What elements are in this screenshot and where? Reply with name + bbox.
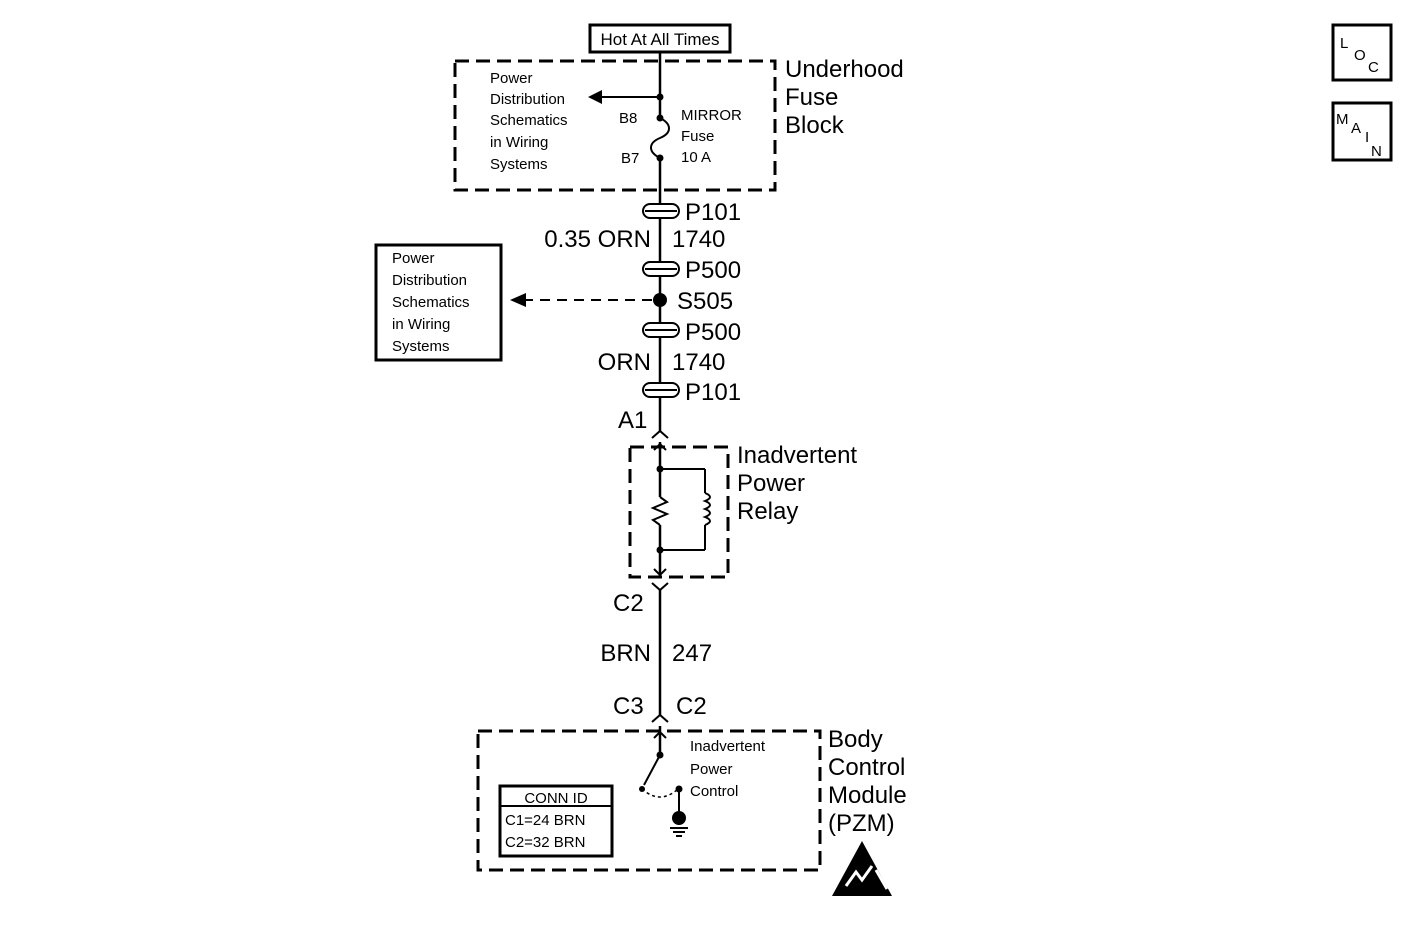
loc-letter-c: C	[1368, 59, 1379, 76]
main-letter-a: A	[1351, 120, 1361, 137]
bcm-connector-c3: C3	[613, 693, 644, 720]
mirror-fuse-label: MIRROR Fuse 10 A	[681, 107, 746, 166]
connector-p500-top: P500	[642, 257, 741, 284]
conn-id-row: C2=32 BRN	[505, 834, 585, 851]
bcm-outline	[476, 729, 822, 872]
esd-warning-icon	[832, 841, 892, 896]
conn-id-title: CONN ID	[524, 790, 588, 807]
conn-id-row: C1=24 BRN	[505, 812, 585, 829]
resistor-icon	[650, 496, 670, 526]
relay-name: Inadvertent Power Relay	[737, 442, 864, 525]
wire-upper-circuit: 1740	[672, 226, 725, 253]
arrow-left-dashed-icon	[510, 293, 526, 307]
loc-button[interactable]: L O C	[1331, 23, 1393, 82]
connector-p500-bottom: P500	[642, 319, 741, 346]
wire-upper-color: 0.35 ORN	[544, 226, 651, 253]
main-letter-n: N	[1371, 143, 1382, 160]
relay-pin-a1: A1	[618, 407, 647, 434]
fuse-block-ref-text: Power Distribution Schematics in Wiring …	[490, 70, 572, 173]
relay-pin-c2: C2	[613, 590, 644, 617]
loc-letter-o: O	[1354, 47, 1366, 64]
fuse-pin-b8: B8	[619, 110, 637, 127]
bcm-name: Body Control Module (PZM)	[828, 726, 913, 837]
main-button[interactable]: M A I N	[1331, 101, 1393, 162]
inadvertent-power-control-label: Inadvertent Power Control	[690, 738, 769, 800]
side-ref-text: Power Distribution Schematics in Wiring …	[392, 250, 474, 355]
wire-lower-circuit: 247	[672, 640, 712, 667]
loc-letter-l: L	[1340, 35, 1348, 52]
connector-p101-top-label: P101	[685, 199, 741, 226]
hot-label-text: Hot At All Times	[600, 30, 719, 49]
underhood-fuse-block: Power Distribution Schematics in Wiring …	[453, 56, 910, 192]
fuse-element-icon	[650, 117, 670, 159]
connector-p101-top: P101	[642, 199, 741, 226]
inadvertent-power-relay: A1 Inadvertent Power Relay C2	[613, 407, 864, 617]
power-distribution-ref-box[interactable]: Power Distribution Schematics in Wiring …	[374, 243, 503, 362]
connector-p500-bottom-label: P500	[685, 319, 741, 346]
conn-id-table: CONN ID C1=24 BRN C2=32 BRN	[498, 784, 614, 858]
wire-middle-color: ORN	[598, 349, 651, 376]
connector-p101-bottom: P101	[642, 379, 741, 406]
fuse-block-outline	[453, 59, 777, 192]
fuse-pin-b7: B7	[621, 150, 639, 167]
fuse-block-name: Underhood Fuse Block	[785, 56, 910, 139]
relay-coil-icon	[702, 492, 711, 526]
switch-blade-icon	[643, 754, 661, 786]
bcm-connector-c2: C2	[676, 693, 707, 720]
connector-chevron-icon	[651, 429, 669, 439]
wire-lower-color: BRN	[600, 640, 651, 667]
body-control-module: C3 C2 Inadvertent Power Control CONN ID	[476, 693, 913, 872]
hot-at-all-times-label: Hot At All Times	[588, 23, 732, 54]
arrow-left-icon	[588, 90, 602, 104]
connector-p500-top-label: P500	[685, 257, 741, 284]
splice-s505: S505	[510, 288, 733, 315]
bcm-connector-chevron-icon	[651, 713, 669, 723]
main-letter-i: I	[1365, 129, 1369, 146]
main-letter-m: M	[1336, 111, 1349, 128]
connector-p101-bottom-label: P101	[685, 379, 741, 406]
relay-outline	[628, 445, 730, 579]
wire-middle-circuit: 1740	[672, 349, 725, 376]
ground-icon	[670, 811, 688, 837]
splice-s505-label: S505	[677, 288, 733, 315]
